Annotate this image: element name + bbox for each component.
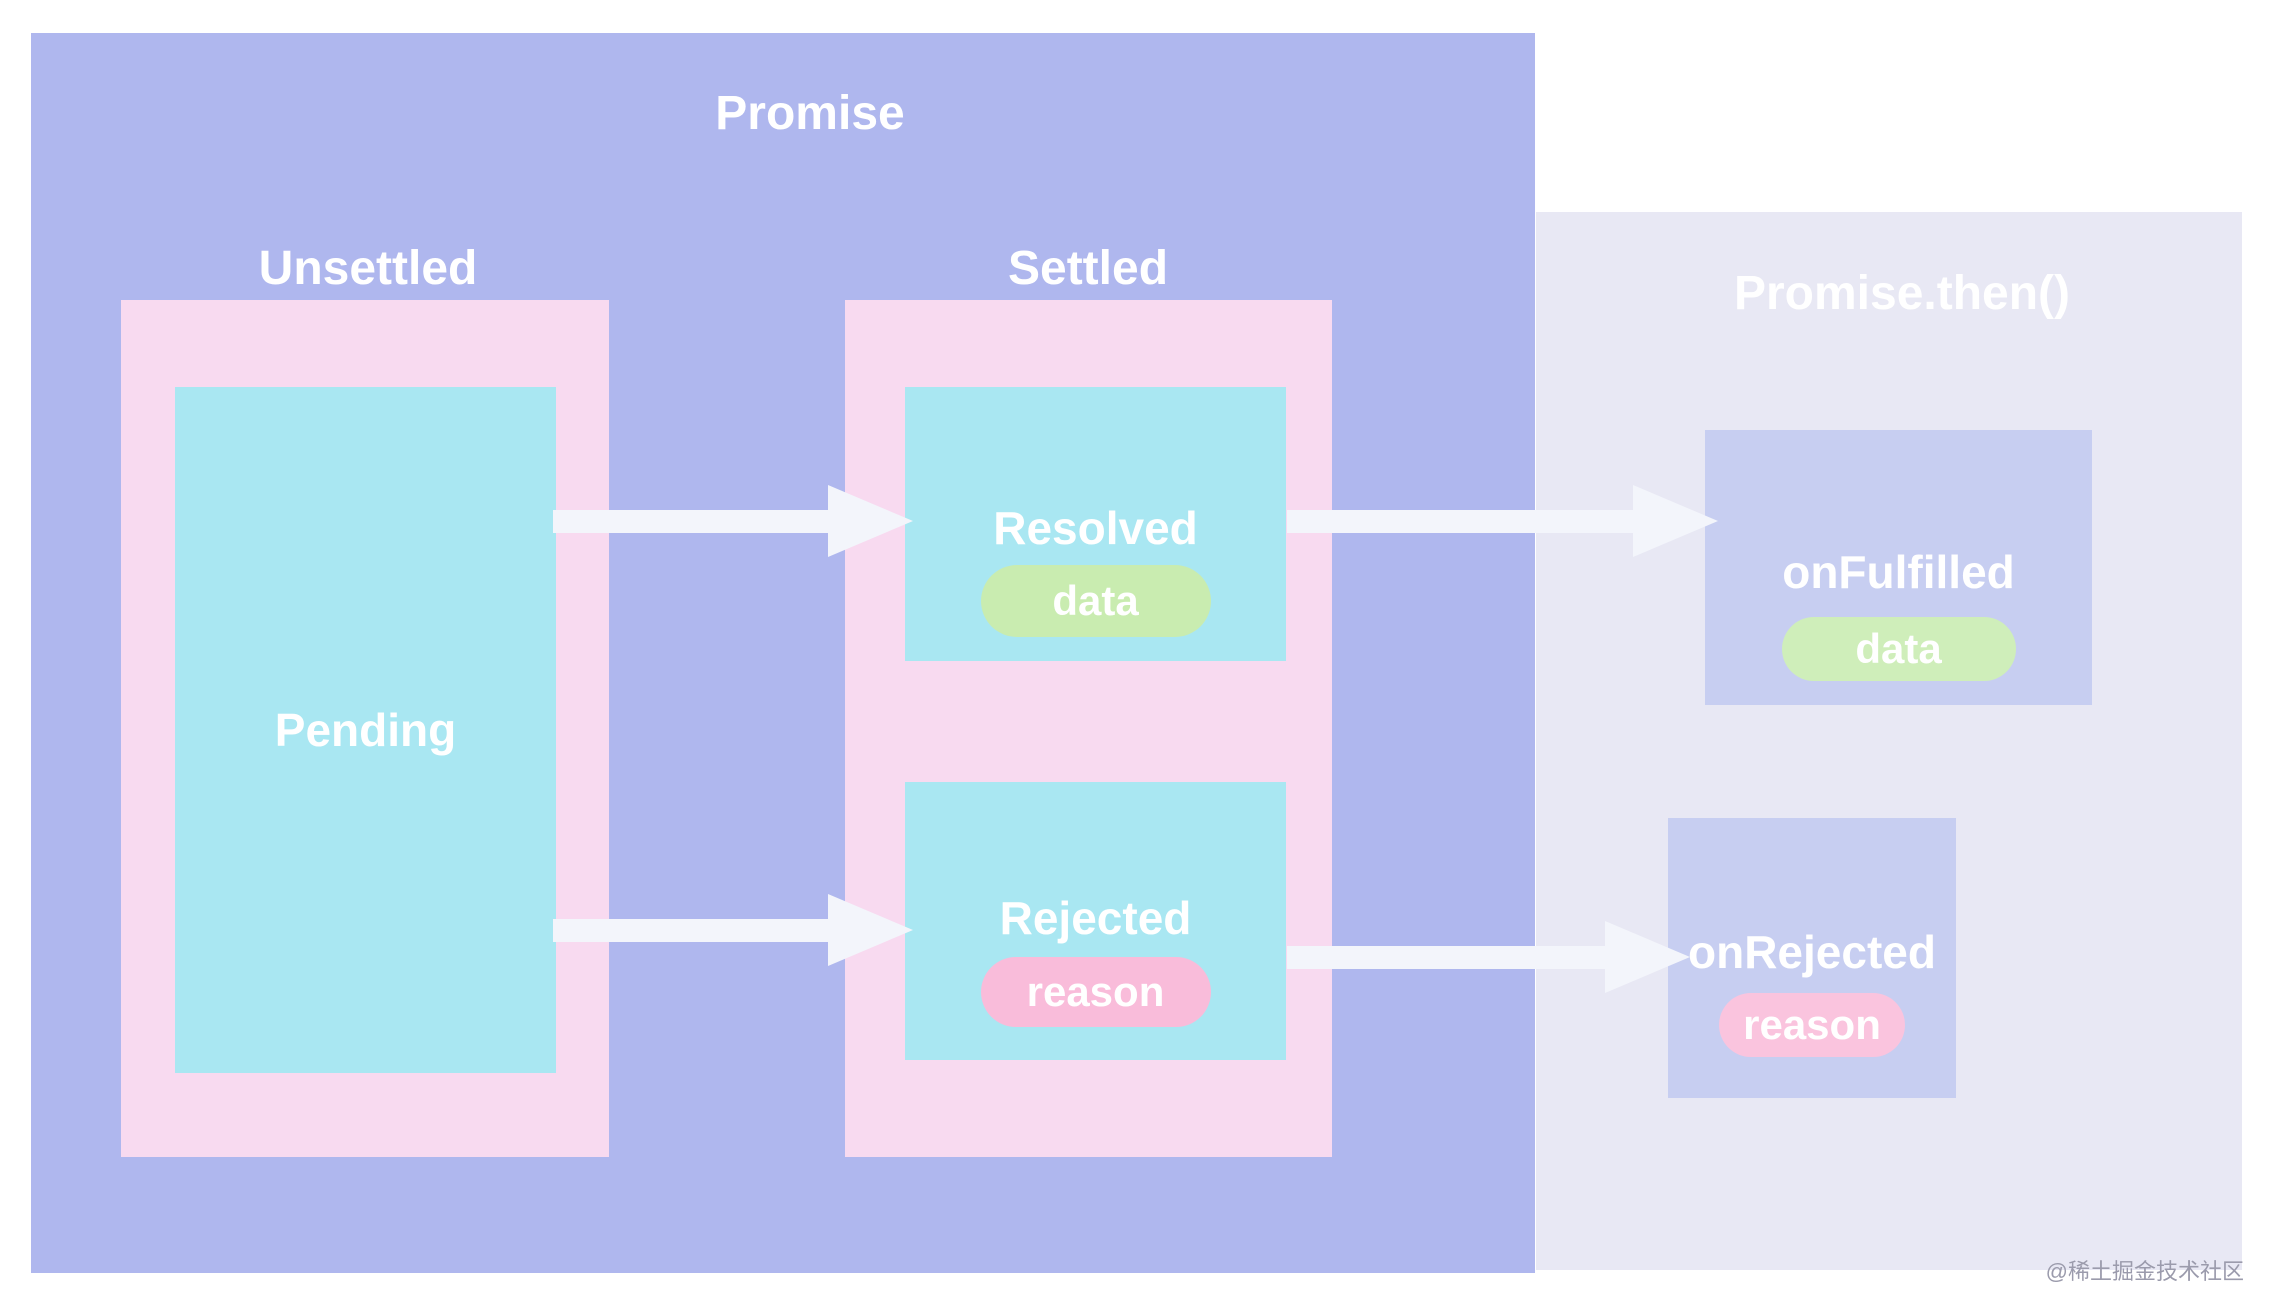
arrow-resolved-to-onfulfilled (1287, 485, 1718, 557)
arrowhead-right-icon (1633, 485, 1718, 557)
rejected-state-box: Rejected reason (905, 782, 1286, 1060)
arrow-shaft (553, 509, 828, 533)
arrowhead-right-icon (1605, 921, 1690, 993)
pending-label: Pending (274, 703, 457, 756)
promise-title: Promise (715, 87, 905, 140)
onrejected-reason-pill-label: reason (1743, 1000, 1881, 1048)
rejected-reason-pill-label: reason (1026, 967, 1165, 1015)
onfulfilled-data-pill: data (1781, 616, 2016, 681)
arrowhead-right-icon (828, 485, 913, 557)
arrow-pending-to-rejected (553, 894, 913, 966)
onfulfilled-handler-box: onFulfilled data (1705, 430, 2092, 705)
resolved-state-box: Resolved data (905, 387, 1286, 661)
promise-then-title: Promise.then() (1733, 267, 2071, 320)
settled-label: Settled (1007, 242, 1169, 295)
watermark: @稀土掘金技术社区 (2045, 1259, 2244, 1284)
arrow-pending-to-resolved (553, 485, 913, 557)
pending-state-box: Pending (175, 387, 556, 1073)
rejected-reason-pill: reason (980, 956, 1211, 1027)
unsettled-label: Unsettled (258, 242, 478, 295)
rejected-label: Rejected (999, 892, 1192, 944)
resolved-data-pill-label: data (1052, 576, 1139, 624)
arrow-shaft (553, 918, 828, 942)
resolved-label: Resolved (993, 502, 1198, 554)
onfulfilled-data-pill-label: data (1855, 624, 1942, 672)
resolved-data-pill: data (980, 564, 1211, 637)
arrow-shaft (1287, 509, 1633, 533)
onfulfilled-label: onFulfilled (1782, 546, 2015, 598)
arrow-rejected-to-onrejected (1287, 921, 1690, 993)
onrejected-handler-box: onRejected reason (1668, 818, 1956, 1098)
arrowhead-right-icon (828, 894, 913, 966)
arrow-shaft (1287, 945, 1605, 969)
onrejected-reason-pill: reason (1719, 992, 1905, 1057)
onrejected-label: onRejected (1688, 926, 1936, 978)
promise-then-panel (1536, 212, 2242, 1270)
